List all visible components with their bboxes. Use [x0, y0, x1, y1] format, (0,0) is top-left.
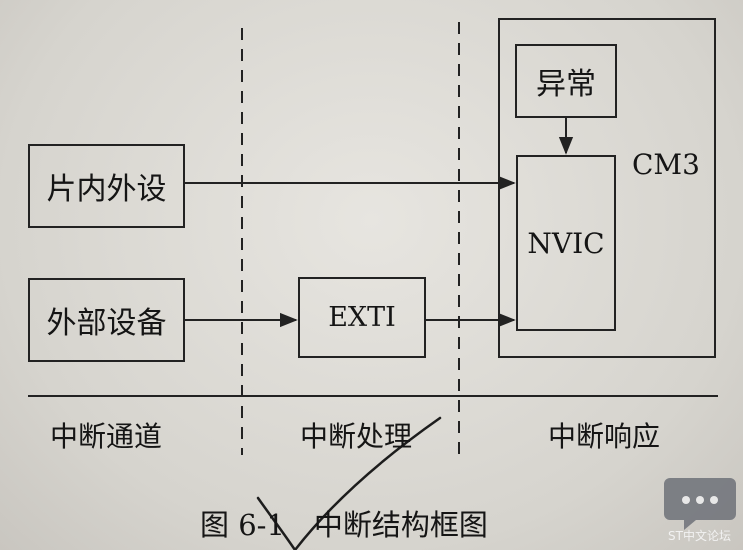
- figure-caption: 图 6-1 中断结构框图: [200, 508, 488, 542]
- pen-check-mark: [256, 416, 442, 550]
- watermark-text: ST中文论坛: [668, 529, 731, 543]
- node-onchip-peripheral: 片内外设: [28, 144, 185, 228]
- section-label-handling: 中断处理: [300, 420, 413, 453]
- node-exception: 异常: [515, 44, 617, 118]
- node-exti: EXTI: [298, 277, 426, 358]
- node-external-device: 外部设备: [28, 278, 185, 362]
- node-nvic: NVIC: [516, 155, 616, 331]
- chat-bubble-icon: [664, 478, 736, 530]
- section-label-channel: 中断通道: [50, 420, 163, 453]
- section-label-response: 中断响应: [548, 420, 661, 453]
- label-cm3: CM3: [632, 148, 700, 181]
